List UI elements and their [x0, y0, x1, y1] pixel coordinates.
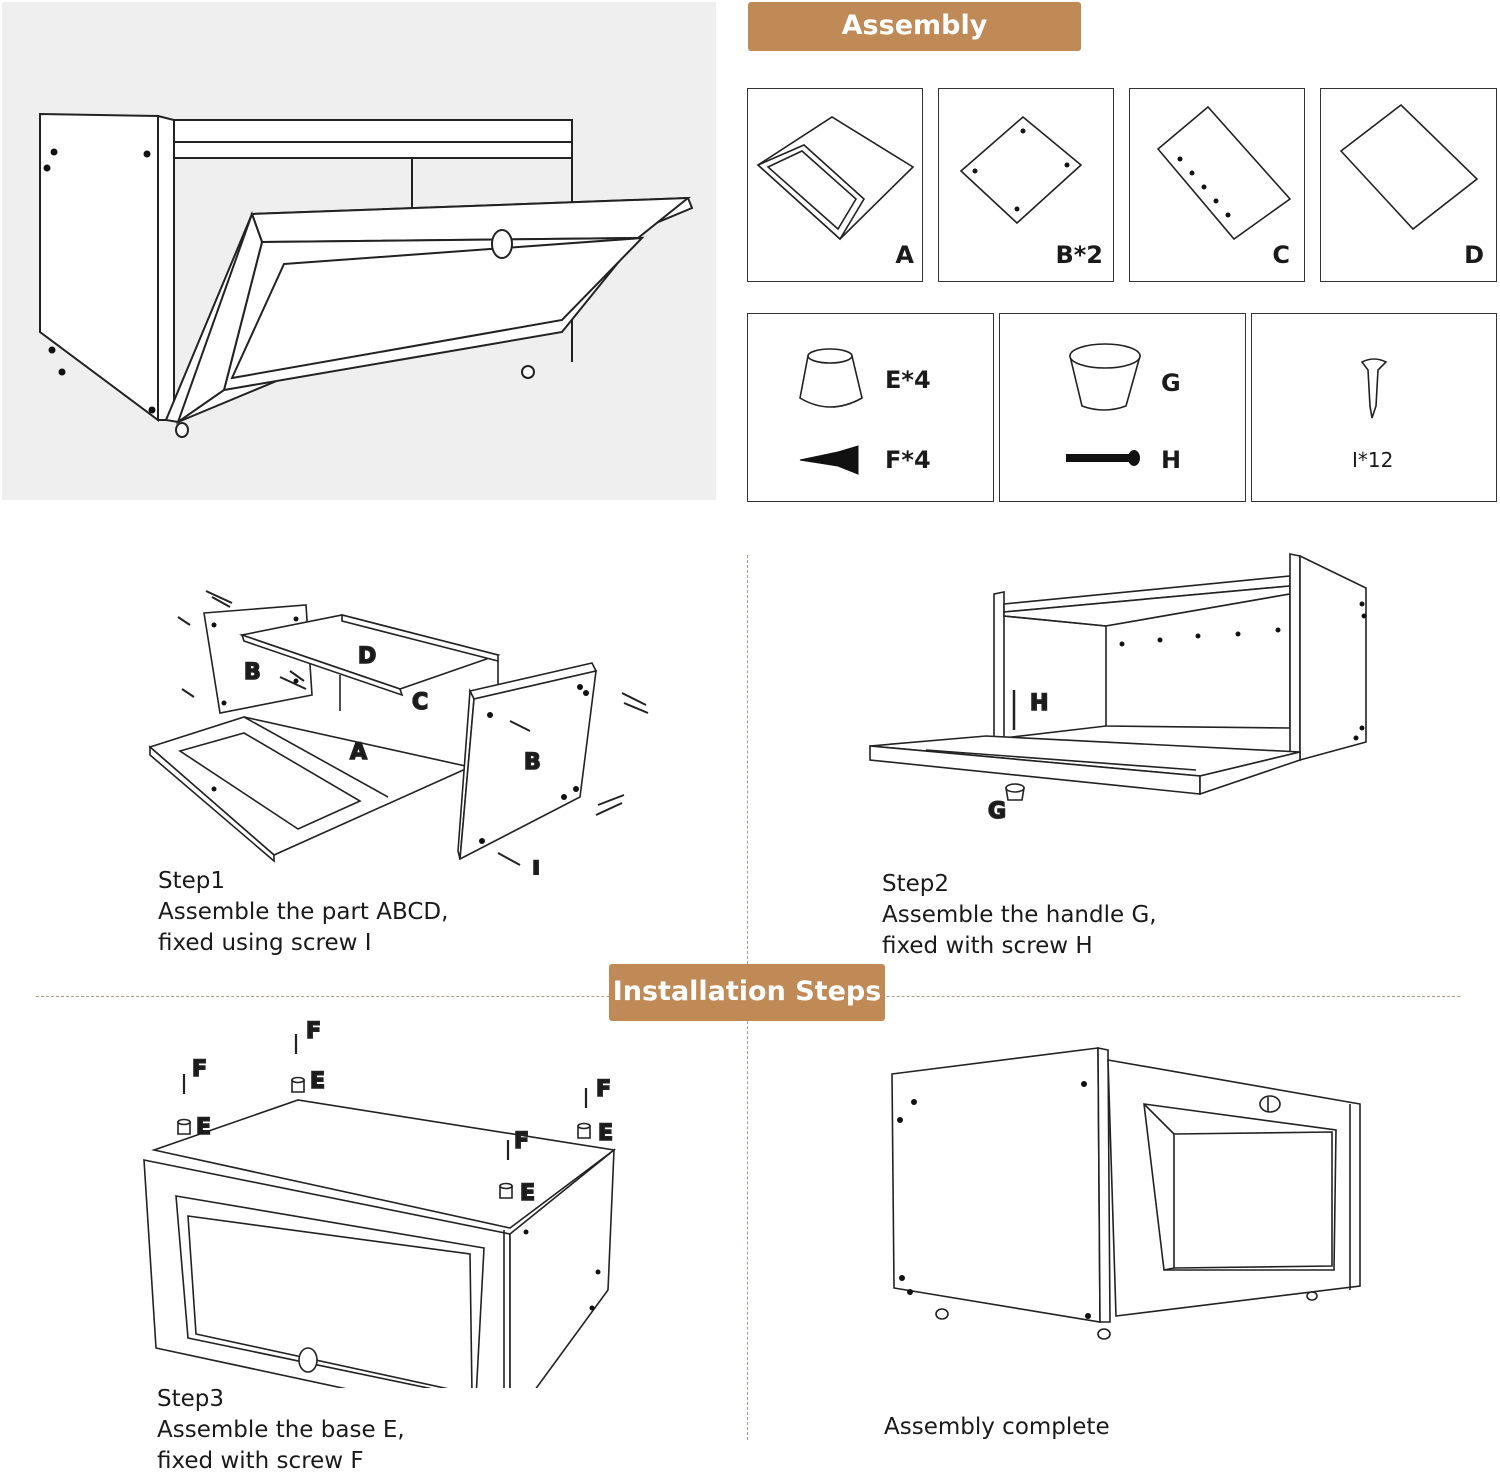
step2-label-h: H [1030, 691, 1048, 716]
part-gh-cell: G H [999, 313, 1246, 502]
screw-h-icon [1066, 454, 1130, 462]
part-d-drawing [1339, 103, 1479, 231]
assembly-instructions-header: Assembly instructions [748, 2, 1081, 88]
step1-label-b1: B [244, 660, 261, 685]
step3-base-drawing: F F F F E E E E [143, 1018, 616, 1388]
part-e-label: E*4 [885, 366, 931, 394]
step3-label-f4: F [514, 1129, 529, 1154]
step3-label-f3: F [596, 1077, 611, 1102]
step2-text: Step2 Assemble the handle G, fixed with … [882, 869, 1157, 962]
step1-text: Step1 Assemble the part ABCD, fixed usin… [158, 866, 448, 959]
part-ef-cell: E*4 F*4 [747, 313, 994, 502]
step3-line1: Assemble the base E, [157, 1417, 405, 1443]
part-i-cell: I*12 [1251, 313, 1497, 502]
step3-text: Step3 Assemble the base E, fixed with sc… [157, 1384, 405, 1477]
part-b-cell: B*2 [938, 88, 1114, 282]
screw-f-icon [799, 445, 859, 475]
step3-label-f2: F [306, 1019, 321, 1044]
step3-title: Step3 [157, 1386, 225, 1412]
complete-text: Assembly complete [884, 1414, 1110, 1440]
part-c-drawing [1156, 105, 1292, 241]
part-a-cell: A [747, 88, 923, 282]
part-b-label: B*2 [1055, 241, 1103, 269]
step3-label-f1: F [192, 1057, 207, 1082]
part-d-cell: D [1320, 88, 1497, 282]
step2-cabinet-drawing: H G [869, 553, 1367, 825]
part-a-label: A [895, 241, 914, 269]
part-f-label: F*4 [885, 446, 931, 474]
step2-line1: Assemble the handle G, [882, 902, 1157, 928]
step2-label-g: G [988, 799, 1006, 824]
part-h-label: H [1161, 446, 1182, 474]
cabinet-open-door-drawing [39, 112, 694, 438]
step1-label-i: I [532, 858, 540, 875]
part-c-cell: C [1129, 88, 1305, 282]
step3-label-e2: E [310, 1069, 325, 1094]
step3-label-e3: E [598, 1121, 613, 1146]
installation-steps-header: Installation Steps [609, 964, 885, 1021]
step2-title: Step2 [882, 871, 950, 897]
part-gh-drawing [1066, 343, 1142, 466]
part-b-drawing [959, 115, 1083, 225]
step3-line2: fixed with screw F [157, 1448, 364, 1474]
step3-label-e1: E [196, 1115, 211, 1140]
step1-label-d: D [358, 644, 376, 669]
step2-line2: fixed with screw H [882, 933, 1093, 959]
handle-g-icon [1068, 355, 1142, 411]
part-c-label: C [1272, 241, 1290, 269]
part-ef-drawing [799, 348, 863, 475]
step1-line1: Assemble the part ABCD, [158, 899, 449, 925]
complete-cabinet-drawing [891, 1047, 1361, 1340]
step3-label-e4: E [520, 1181, 535, 1206]
part-i-drawing [1360, 358, 1388, 419]
step1-title: Step1 [158, 868, 226, 894]
screw-i-icon [1360, 358, 1388, 419]
step1-label-b2: B [524, 750, 541, 775]
part-d-label: D [1464, 241, 1484, 269]
step1-line2: fixed using screw I [158, 930, 372, 956]
hero-cabinet-illustration [2, 2, 716, 500]
step1-exploded-drawing: B D C A B I [148, 590, 649, 875]
step1-label-c: C [412, 690, 428, 715]
part-a-drawing [756, 116, 915, 241]
part-g-label: G [1161, 369, 1181, 397]
part-i-label: I*12 [1352, 448, 1394, 472]
step1-label-a: A [350, 740, 367, 765]
